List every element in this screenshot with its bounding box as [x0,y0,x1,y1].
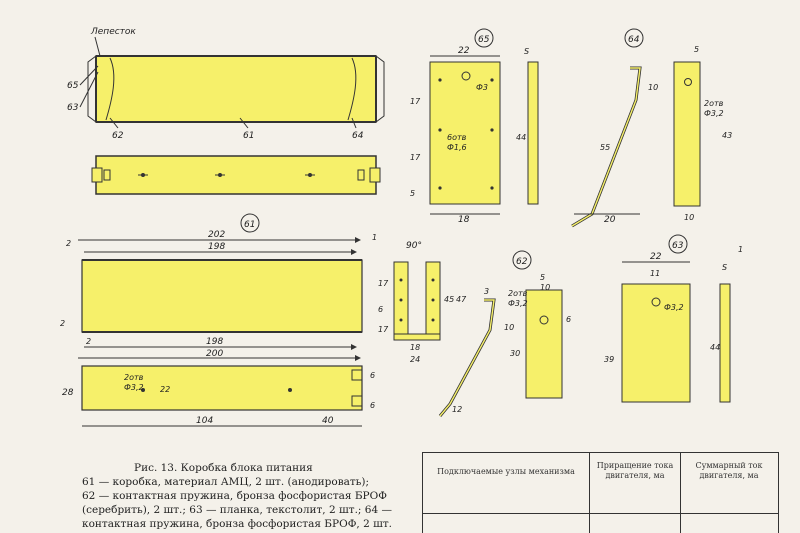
part-62-plate [525,289,563,399]
dim-17a: 17 [410,97,421,106]
part-61-sheet [81,259,363,333]
caption-line-4: контактная пружина, бронза фосфористая Б… [82,518,393,530]
dim-11: 11 [650,269,660,278]
dim-10d: 10 [540,283,550,292]
caption-title: Рис. 13. Коробка блока питания [134,462,313,474]
dim-44a: 44 [516,133,526,142]
table-col-total: Суммарный ток двигателя, ма [681,453,777,533]
dim-2a: 2 [66,239,71,248]
dim-2c: 2 [86,337,91,346]
label-63: 63 [672,241,684,251]
angle-90: 90° [406,241,422,251]
current-table: Подключаемые узлы механизма Приращение т… [422,452,779,533]
dim-5a: 5 [410,189,415,198]
holes-2c: 2отв [508,289,528,298]
dim-3b: 3 [484,287,489,296]
dim-6d: 6 [566,315,571,324]
dia-3: Ф3 [476,83,488,92]
holes-2a: 2отв [704,99,724,108]
s-65: S [524,47,529,56]
dim-10b: 10 [684,213,694,222]
dim-55: 55 [600,143,610,152]
dim-22b: 22 [160,385,170,394]
figure-caption: Рис. 13. Коробка блока питания 61 — коро… [82,461,412,531]
dim-18b: 18 [410,343,420,352]
dim-10a: 10 [648,83,658,92]
dia-16: Ф1,6 [447,143,467,152]
label-lepestok: Лепесток [90,27,136,37]
dim-104: 104 [196,416,213,426]
holes-6: 6отв [447,133,467,142]
label-61: 61 [244,220,255,230]
dim-198a: 198 [208,242,225,252]
caption-line-1: 61 — коробка, материал АМЦ, 2 шт. (аноди… [82,476,370,488]
s-63: S [722,263,727,272]
box-front-view [91,155,381,195]
label-64: 64 [628,35,640,45]
dim-2b: 2 [60,319,65,328]
dia-32b: Ф3,2 [124,383,144,392]
dim-30: 30 [510,349,520,358]
dim-47: 47 [456,295,467,304]
dim-18a: 18 [458,215,470,225]
label-63-top: 63 [67,103,79,113]
dim-45: 45 [444,295,454,304]
part-63-plate [621,283,691,403]
label-62: 62 [516,257,528,267]
dim-200: 200 [206,349,223,359]
dim-202: 202 [208,230,225,240]
table-row-divider [423,513,778,514]
box-top-view [87,55,385,123]
bracket-part [393,261,441,341]
dia-32a: Ф3,2 [704,109,724,118]
label-64-top: 64 [352,131,364,141]
dim-12: 12 [452,405,462,414]
dim-6b: 6 [370,401,375,410]
dim-20a: 20 [604,215,616,225]
dim-17c: 17 [378,279,389,288]
dim-17b: 17 [410,153,421,162]
label-65-top: 65 [67,81,79,91]
caption-line-2: 62 — контактная пружина, бронза фосфорис… [82,490,387,502]
dim-1a: 1 [372,233,377,242]
label-65: 65 [478,35,490,45]
dim-1b: 1 [738,245,743,254]
dim-6c: 6 [378,305,383,314]
dim-22a: 22 [458,46,470,56]
dia-32d: Ф3,2 [664,303,684,312]
table-header-units: Подключаемые узлы механизма [437,467,575,476]
dim-24: 24 [410,355,420,364]
dim-44b: 44 [710,343,720,352]
dim-22c: 22 [650,252,662,262]
dim-6a: 6 [370,371,375,380]
label-62-top: 62 [112,131,124,141]
table-header-increment: Приращение тока двигателя, ма [596,461,674,480]
dim-40: 40 [322,416,334,426]
holes-2b: 2отв [124,373,144,382]
table-col-units: Подключаемые узлы механизма [423,453,590,533]
table-header-total: Суммарный ток двигателя, ма [695,461,763,480]
dim-17d: 17 [378,325,389,334]
dim-5b: 5 [694,45,699,54]
dia-32c: Ф3,2 [508,299,528,308]
caption-line-3: (серебрить), 2 шт.; 63 — планка, текстол… [82,504,392,516]
part-65-plate [429,61,501,205]
dim-39: 39 [604,355,614,364]
dim-10c: 10 [504,323,514,332]
label-61-top: 61 [243,131,254,141]
dim-5c: 5 [540,273,545,282]
part-64-plate [673,61,701,207]
part-61-side [81,365,363,411]
dim-28: 28 [62,388,74,398]
dim-43: 43 [722,131,732,140]
table-col-increment: Приращение тока двигателя, ма [590,453,681,533]
dim-198b: 198 [206,337,223,347]
